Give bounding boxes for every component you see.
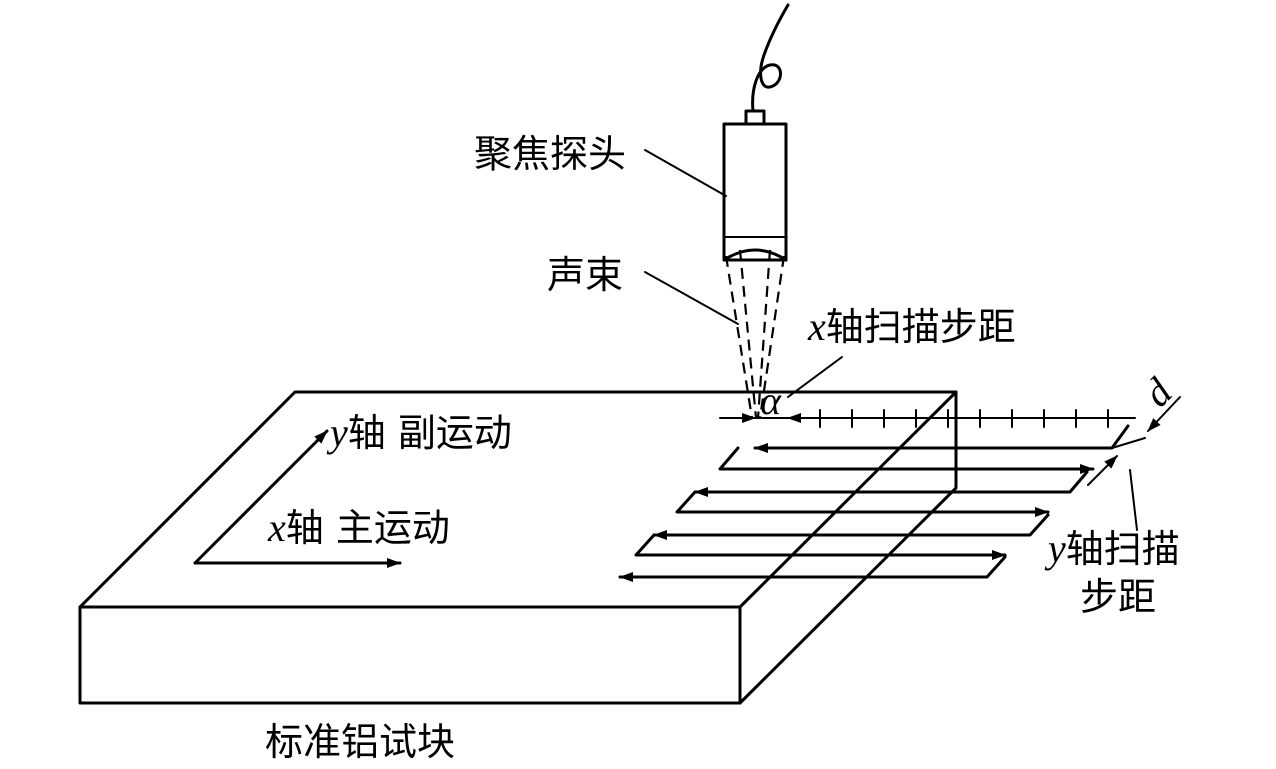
x-axis-label: x轴 主运动 [267,505,450,550]
y-step-label: y轴扫描 [1044,526,1180,571]
x-step-label: x轴扫描步距 [807,304,1016,349]
aluminum-test-block [78,390,958,705]
block-side-face [738,390,958,705]
block-front-face [78,605,742,705]
y-step-label-line2: 步距 [1080,575,1156,619]
probe-cable [751,3,790,113]
beam-leader [644,271,739,325]
d-symbol: d [1135,369,1182,416]
probe-label: 聚焦探头 [474,132,626,176]
y-axis-label: y轴 副运动 [326,410,512,455]
sound-beam [724,249,786,419]
y-axis-arrow [193,429,329,565]
beam-label: 声束 [547,253,623,297]
probe-leader [644,149,727,197]
focusing-probe [722,3,790,262]
raster-scan-path [618,424,1130,582]
block-label: 标准铝试块 [265,720,455,764]
block-top-face [78,390,958,609]
alpha-symbol: α [760,378,782,423]
x-step-leader [787,356,843,398]
probe-body [722,122,788,262]
y-step-leader [1129,469,1138,531]
probe-lens [722,248,788,262]
x-step-ruler [719,409,1136,428]
y-step-dimension [1087,396,1181,486]
probe-connector [744,109,766,126]
